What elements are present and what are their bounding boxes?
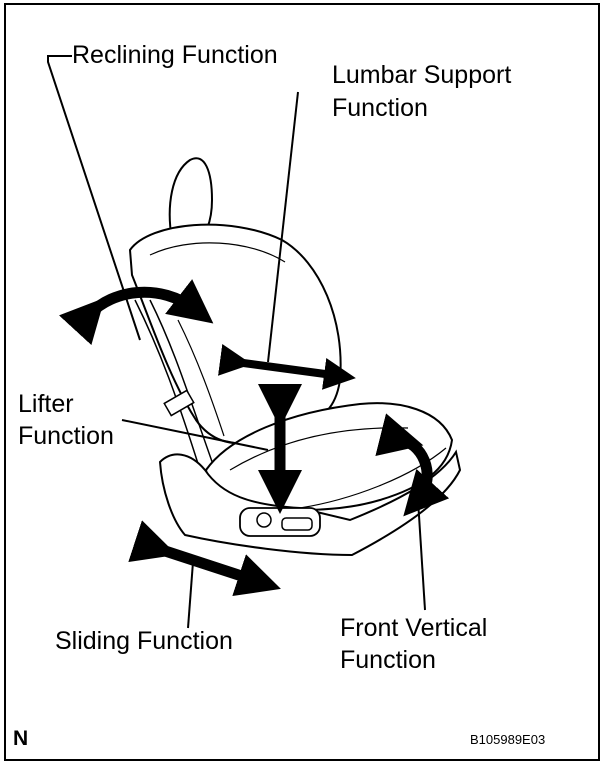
- seatback: [128, 223, 342, 445]
- seat-switch: [281, 517, 313, 531]
- lifter-label-line2: Function: [18, 422, 114, 450]
- lumbar-support-label-line2: Function: [332, 94, 428, 122]
- lifter-label-line1: Lifter: [18, 390, 74, 418]
- seatback-seam: [149, 242, 286, 263]
- front-vertical-leader: [417, 499, 426, 611]
- figure-code: B105989E03: [470, 732, 546, 747]
- reclining-leader: [47, 55, 141, 341]
- belt-buckle: [163, 389, 195, 417]
- recline-knob: [256, 512, 272, 528]
- front-vertical-arrow: [375, 413, 450, 517]
- sliding-arrow: [128, 520, 281, 597]
- reclining-arrow: [58, 279, 214, 346]
- lumbar-arrow: [218, 344, 356, 390]
- sliding-function-label: Sliding Function: [55, 627, 233, 655]
- front-vertical-label-line1: Front Vertical: [340, 614, 488, 642]
- front-vertical-label-line2: Function: [340, 646, 436, 674]
- lifter-leader: [121, 419, 269, 451]
- reclining-function-label: Reclining Function: [72, 41, 278, 69]
- lumbar-leader: [267, 91, 299, 363]
- sliding-leader: [187, 561, 194, 629]
- corner-mark: N: [13, 727, 29, 750]
- lumbar-support-label-line1: Lumbar Support: [332, 61, 512, 89]
